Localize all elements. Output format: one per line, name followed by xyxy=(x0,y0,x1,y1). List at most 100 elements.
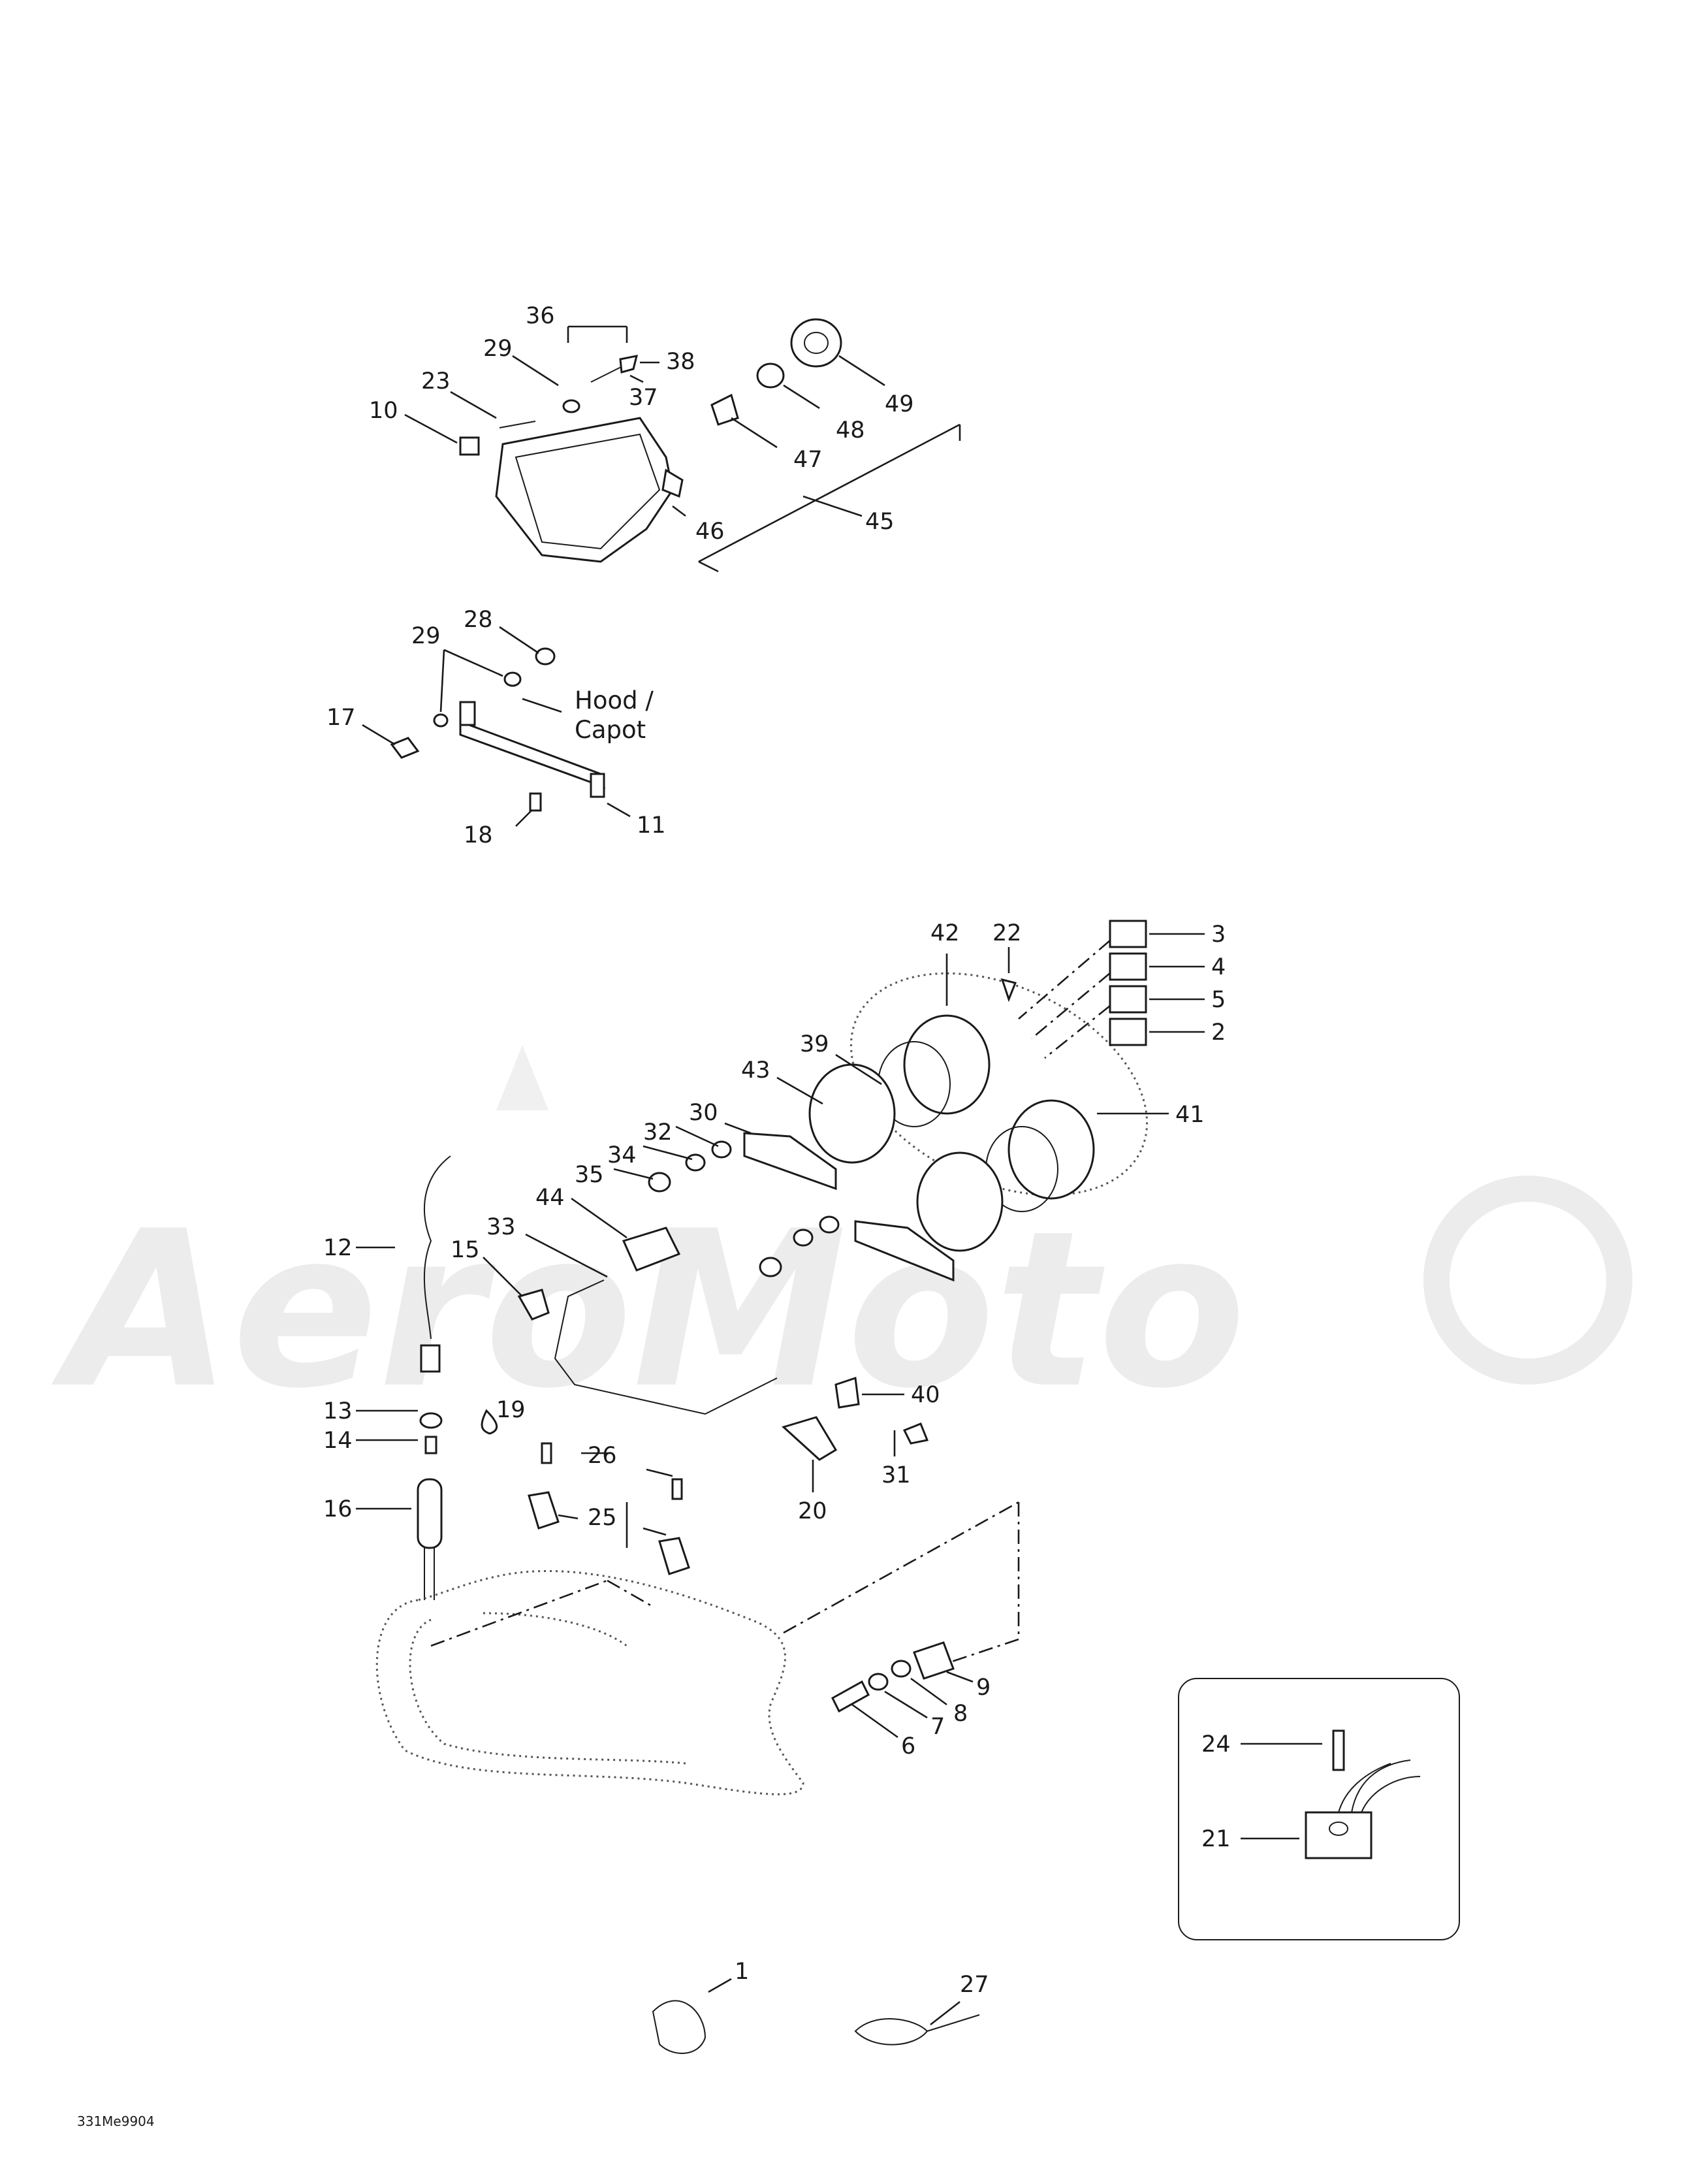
part-26-bolt-left xyxy=(541,1442,552,1464)
callout-31: 31 xyxy=(881,1462,911,1488)
part-47-bulb xyxy=(710,393,739,426)
gauge-outline xyxy=(849,972,1149,1196)
leader-25 xyxy=(558,1502,667,1548)
part-49-cap xyxy=(790,318,842,368)
callout-24: 24 xyxy=(1201,1731,1231,1758)
part-16-switch xyxy=(417,1478,443,1549)
part-35-nut xyxy=(648,1172,671,1193)
console-inner-2 xyxy=(483,1612,627,1647)
part-29-washer xyxy=(433,713,449,728)
callout-14: 14 xyxy=(323,1428,353,1454)
leader-35 xyxy=(613,1168,654,1180)
watermark: AeroMoto xyxy=(48,836,1632,1436)
part-13-nut xyxy=(419,1412,443,1429)
leader-28 xyxy=(499,626,539,654)
part-25-bracket-right xyxy=(658,1537,690,1575)
leader-6 xyxy=(851,1703,898,1739)
part-27-tie xyxy=(854,2014,980,2046)
callout-27: 27 xyxy=(960,1972,989,1998)
part-40-clamp xyxy=(834,1376,860,1409)
leader-44 xyxy=(571,1197,627,1239)
callout-2: 2 xyxy=(1211,1020,1226,1046)
callout-43: 43 xyxy=(741,1057,770,1084)
leader-34 xyxy=(643,1145,693,1161)
callout-38: 38 xyxy=(666,349,695,375)
part-35-nut-2 xyxy=(759,1257,782,1277)
leader-10 xyxy=(404,413,458,444)
leader-7 xyxy=(884,1690,928,1719)
callout-5: 5 xyxy=(1211,987,1226,1013)
part-21-regulator-hole xyxy=(1329,1822,1348,1836)
callout-17: 17 xyxy=(326,705,356,731)
part-28-nut xyxy=(535,647,556,666)
callout-6: 6 xyxy=(901,1733,915,1759)
part-6-key xyxy=(831,1680,870,1713)
callout-11: 11 xyxy=(637,812,666,839)
part-48-ring xyxy=(756,362,785,389)
part-25-bracket-left xyxy=(528,1491,560,1530)
callout-15: 15 xyxy=(451,1237,480,1263)
callout-16: 16 xyxy=(323,1496,353,1522)
hood-label-line1: Hood / xyxy=(575,686,654,715)
callout-36: 36 xyxy=(526,303,555,329)
console-group xyxy=(375,1442,1020,1795)
leader-29b xyxy=(439,649,503,713)
leader-23 xyxy=(450,391,497,419)
drop-icon-19 xyxy=(481,1409,498,1435)
part-12-coil-cord xyxy=(423,1155,451,1340)
part-44-plate xyxy=(622,1227,681,1272)
watermark-text: AeroMoto xyxy=(48,1185,1246,1436)
callout-26: 26 xyxy=(588,1443,617,1469)
part-29-washer-2 xyxy=(503,671,522,687)
part-15-grommet xyxy=(517,1289,550,1321)
leader-9 xyxy=(946,1671,974,1683)
headlamp-housing xyxy=(495,417,674,563)
callout-20: 20 xyxy=(798,1498,827,1524)
callout-29b: 29 xyxy=(411,623,441,649)
part-43-ring-top xyxy=(808,1063,896,1164)
leader-hood xyxy=(522,698,562,713)
drawing-code: 331Me9904 xyxy=(77,2113,155,2129)
switch-wires xyxy=(1018,940,1111,1059)
callout-10: 10 xyxy=(369,398,398,424)
leader-11 xyxy=(607,802,631,818)
callout-49: 49 xyxy=(885,391,914,417)
part-20-clip xyxy=(782,1416,838,1461)
left-cable-group xyxy=(417,1155,498,1600)
console-dash-lines xyxy=(430,1501,1020,1667)
callout-23: 23 xyxy=(421,368,451,394)
callout-13: 13 xyxy=(323,1398,353,1424)
part-30-bracket-bottom xyxy=(854,1220,955,1282)
gauge-group xyxy=(743,920,1149,1282)
part-7-nut xyxy=(868,1673,889,1691)
leader-46 xyxy=(672,505,686,517)
callout-39: 39 xyxy=(800,1031,829,1057)
leader-1 xyxy=(708,1978,732,1993)
part-12-connector xyxy=(420,1344,441,1373)
callout-7: 7 xyxy=(930,1714,945,1740)
part-30-bracket-top xyxy=(743,1132,837,1191)
part-9-ignition-switch xyxy=(913,1641,955,1680)
leader-18 xyxy=(515,809,533,827)
leader-48 xyxy=(783,384,820,410)
callout-22: 22 xyxy=(992,920,1022,946)
leader-30 xyxy=(724,1122,752,1134)
hood-bracket-group xyxy=(390,647,606,812)
leader-39 xyxy=(835,1053,882,1085)
part-11-bracket-end xyxy=(459,701,476,726)
callout-29a: 29 xyxy=(483,336,513,362)
leader-26 xyxy=(581,1452,673,1477)
part-11-bracket-tab xyxy=(590,773,605,798)
console-outline xyxy=(375,1569,804,1795)
part-37-screw xyxy=(590,365,624,383)
hood-label-line2: Capot xyxy=(575,716,646,744)
leader-45 xyxy=(802,495,863,517)
callout-34: 34 xyxy=(607,1142,637,1168)
callout-45: 45 xyxy=(865,509,895,535)
part-43-ring-bottom xyxy=(916,1151,1004,1252)
leader-37 xyxy=(629,374,644,383)
leader-33 xyxy=(525,1233,608,1278)
console-inner xyxy=(409,1618,686,1765)
part-38-adjuster xyxy=(619,355,639,374)
part-24-screw xyxy=(1332,1729,1345,1771)
